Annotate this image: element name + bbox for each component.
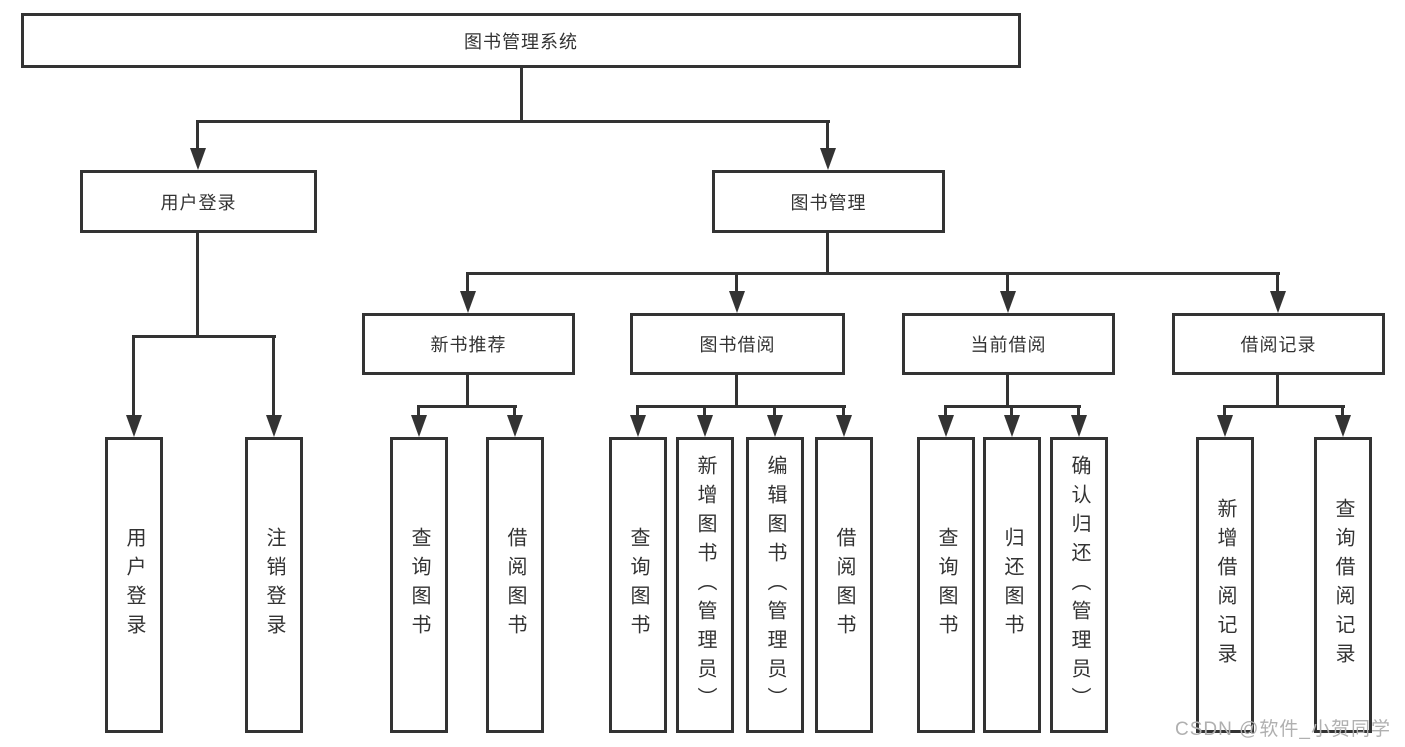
node-label: 查询图书: [627, 527, 649, 643]
connector-drop: [1223, 405, 1226, 421]
arrow-down-icon: [729, 291, 745, 313]
connector-drop: [735, 272, 738, 297]
arrow-down-icon: [938, 415, 954, 437]
arrow-down-icon: [1335, 415, 1351, 437]
arrow-down-icon: [190, 148, 206, 170]
connector-drop: [703, 405, 706, 421]
node-label: 新书推荐: [430, 335, 507, 355]
connector-drop: [826, 120, 829, 154]
node-label: 图书管理: [790, 192, 867, 213]
node-label: 归还图书: [1001, 527, 1023, 643]
node-current-confirm-return-admin: 确认归还（管理员）: [1050, 437, 1108, 733]
node-label: 图书管理系统: [464, 31, 578, 52]
connector-drop: [1010, 405, 1013, 421]
connector-stem: [1276, 375, 1279, 408]
connector-stem: [735, 375, 738, 408]
node-current-borrowing: 当前借阅: [902, 313, 1115, 375]
node-label: 查询图书: [935, 527, 957, 643]
node-library-management-system: 图书管理系统: [21, 13, 1021, 68]
connector-stem: [466, 375, 469, 408]
connector-bar: [1223, 405, 1345, 408]
arrow-down-icon: [820, 148, 836, 170]
node-label: 借阅图书: [504, 527, 526, 643]
node-logout: 注销登录: [245, 437, 303, 733]
node-records-query-record: 查询借阅记录: [1314, 437, 1372, 733]
connector-drop: [944, 405, 947, 421]
connector-drop: [466, 272, 469, 297]
connector-bar: [466, 272, 1280, 275]
node-recommend-query-books: 查询图书: [390, 437, 448, 733]
connector-drop: [196, 120, 199, 154]
arrow-down-icon: [767, 415, 783, 437]
node-book-management: 图书管理: [712, 170, 945, 233]
node-label: 确认归还（管理员）: [1068, 454, 1090, 716]
arrow-down-icon: [266, 415, 282, 437]
node-recommend-borrow-books: 借阅图书: [486, 437, 544, 733]
node-label: 用户登录: [160, 192, 237, 213]
arrow-down-icon: [1217, 415, 1233, 437]
connector-bar: [132, 335, 276, 338]
arrow-down-icon: [1270, 291, 1286, 313]
connector-drop: [1341, 405, 1344, 421]
node-book-borrowing: 图书借阅: [630, 313, 845, 375]
node-label: 查询借阅记录: [1332, 498, 1354, 672]
arrow-down-icon: [836, 415, 852, 437]
connector-stem: [520, 68, 523, 123]
node-label: 新增图书（管理员）: [694, 454, 716, 716]
node-label: 注销登录: [263, 527, 285, 643]
arrow-down-icon: [697, 415, 713, 437]
node-label: 借阅记录: [1240, 335, 1317, 355]
connector-drop: [842, 405, 845, 421]
node-borrowing-query-books: 查询图书: [609, 437, 667, 733]
node-user-login: 用户登录: [80, 170, 317, 233]
node-borrowing-records: 借阅记录: [1172, 313, 1385, 375]
connector-drop: [1006, 272, 1009, 297]
connector-drop: [773, 405, 776, 421]
connector-drop: [1276, 272, 1279, 297]
node-login: 用户登录: [105, 437, 163, 733]
node-label: 查询图书: [408, 527, 430, 643]
node-current-query-books: 查询图书: [917, 437, 975, 733]
node-records-add-record: 新增借阅记录: [1196, 437, 1254, 733]
connector-drop: [132, 335, 135, 421]
arrow-down-icon: [1004, 415, 1020, 437]
node-label: 用户登录: [123, 527, 145, 643]
csdn-watermark: CSDN @软件_小贺同学: [1175, 719, 1391, 740]
arrow-down-icon: [1071, 415, 1087, 437]
connector-drop: [417, 405, 420, 421]
arrow-down-icon: [460, 291, 476, 313]
arrow-down-icon: [411, 415, 427, 437]
node-current-return-books: 归还图书: [983, 437, 1041, 733]
node-label: 借阅图书: [833, 527, 855, 643]
connector-bar: [417, 405, 517, 408]
node-borrowing-add-books-admin: 新增图书（管理员）: [676, 437, 734, 733]
connector-drop: [513, 405, 516, 421]
node-label: 编辑图书（管理员）: [764, 454, 786, 716]
node-label: 当前借阅: [970, 335, 1047, 355]
arrow-down-icon: [507, 415, 523, 437]
connector-bar: [196, 120, 830, 123]
connector-drop: [1077, 405, 1080, 421]
connector-drop: [636, 405, 639, 421]
connector-bar: [636, 405, 846, 408]
connector-stem: [826, 233, 829, 275]
node-label: 新增借阅记录: [1214, 498, 1236, 672]
arrow-down-icon: [1000, 291, 1016, 313]
connector-stem: [196, 233, 199, 338]
connector-stem: [1006, 375, 1009, 408]
node-new-book-recommendation: 新书推荐: [362, 313, 575, 375]
node-label: 图书借阅: [699, 335, 776, 355]
arrow-down-icon: [126, 415, 142, 437]
connector-drop: [272, 335, 275, 421]
arrow-down-icon: [630, 415, 646, 437]
node-borrowing-edit-books-admin: 编辑图书（管理员）: [746, 437, 804, 733]
node-borrowing-borrow-books: 借阅图书: [815, 437, 873, 733]
